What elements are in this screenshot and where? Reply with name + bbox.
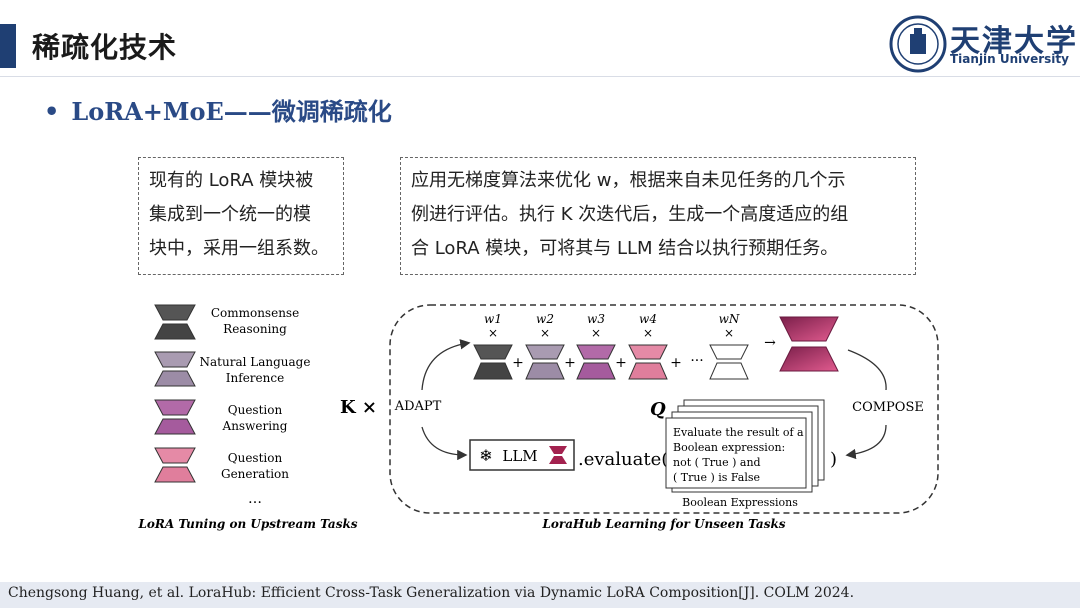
lorahub-diagram: Commonsense Reasoning Natural Language I…	[137, 304, 939, 531]
logo-name-cn: 天津大学	[950, 24, 1078, 59]
q-label: Q	[650, 399, 666, 420]
legend-more: …	[248, 491, 262, 507]
lora-module-icon	[154, 351, 196, 368]
legend-label: Natural Language	[200, 355, 311, 369]
logo-name-en: Tianjin University	[950, 52, 1069, 66]
lora-module-icon	[709, 344, 749, 360]
lora-module-icon	[473, 344, 513, 360]
times-sign: ×	[591, 326, 601, 340]
times-sign: ×	[724, 326, 734, 340]
lora-module-icon	[628, 344, 668, 360]
k-label: K ×	[340, 397, 377, 418]
legend-qg: Question Generation	[154, 447, 289, 483]
llm-box	[469, 439, 575, 471]
weight-label: w2	[536, 312, 554, 326]
legend-label: Inference	[226, 371, 284, 385]
section-bullet: • LoRA+MoE——微调稀疏化	[44, 92, 392, 127]
footer-bar	[0, 582, 1080, 608]
plus-sign: +	[670, 355, 682, 371]
plus-sign: +	[564, 355, 576, 371]
evaluate-label: .evaluate(	[578, 449, 668, 470]
compose-arrow-top	[847, 349, 887, 391]
bullet-dot: •	[44, 97, 60, 126]
example-cards: Evaluate the result of a Boolean express…	[665, 399, 825, 509]
times-sign: ×	[643, 326, 653, 340]
lora-module-icon	[576, 344, 616, 360]
lora-module-icon	[154, 304, 196, 321]
right-caption: LoraHub Learning for Unseen Tasks	[541, 517, 785, 531]
lora-module-icon	[525, 344, 565, 360]
ellipsis: ···	[690, 353, 703, 369]
card-line: ( True ) is False	[673, 471, 760, 484]
weight-label: w3	[587, 312, 605, 326]
evaluate-arrow	[421, 426, 468, 461]
legend-qa: Question Answering	[154, 399, 288, 435]
compose-arrow-sign: →	[764, 335, 776, 351]
legend-label: Generation	[221, 467, 289, 481]
compose-label: COMPOSE	[852, 400, 924, 415]
snowflake-icon: ❄	[479, 446, 492, 465]
weight-label: w1	[484, 312, 502, 326]
adapt-label: ADAPT	[394, 399, 442, 414]
box-line: 现有的 LoRA 模块被	[149, 170, 314, 191]
box-line: 块中，采用一组系数。	[149, 238, 329, 259]
lora-module-icon	[154, 447, 196, 464]
weight-label: wN	[719, 312, 740, 326]
summary-box-left: 现有的 LoRA 模块被 集成到一个统一的模 块中，采用一组系数。	[138, 157, 344, 275]
page-title: 稀疏化技术	[32, 31, 178, 64]
legend-label: Commonsense	[211, 306, 299, 320]
box-line: 合 LoRA 模块，可将其与 LLM 结合以执行预期任务。	[411, 238, 839, 259]
box-line: 集成到一个统一的模	[149, 204, 311, 225]
times-sign: ×	[540, 326, 550, 340]
citation: Chengsong Huang, et al. LoraHub: Efficie…	[8, 585, 855, 601]
card-caption: Boolean Expressions	[682, 496, 798, 509]
weighted-modules: w1 × + w2 × + w3 × + w4 × + ··· wN × →	[473, 312, 839, 380]
legend-nli: Natural Language Inference	[154, 351, 311, 387]
legend-label: Reasoning	[223, 322, 287, 336]
lora-module-icon	[154, 399, 196, 416]
bullet-text: LoRA+MoE——微调稀疏化	[71, 97, 392, 126]
close-paren: )	[830, 449, 837, 470]
llm-label: LLM	[502, 447, 537, 465]
card-line: Evaluate the result of a	[673, 426, 804, 439]
summary-box-right: 应用无梯度算法来优化 w，根据来自未见任务的几个示 例进行评估。执行 K 次迭代…	[400, 157, 916, 275]
left-caption: LoRA Tuning on Upstream Tasks	[137, 517, 357, 531]
university-logo	[889, 15, 947, 73]
legend-label: Question	[228, 403, 283, 417]
plus-sign: +	[512, 355, 524, 371]
times-sign: ×	[488, 326, 498, 340]
adapt-arrow	[421, 339, 471, 391]
llm-module-icon	[549, 446, 567, 454]
legend-label: Answering	[222, 419, 288, 433]
box-line: 例进行评估。执行 K 次迭代后，生成一个高度适应的组	[411, 204, 849, 225]
title-divider	[0, 76, 1080, 77]
legend-label: Question	[228, 451, 283, 465]
card-line: Boolean expression:	[673, 441, 785, 454]
legend-commonsense: Commonsense Reasoning	[154, 304, 299, 340]
card-line: not ( True ) and	[673, 456, 761, 469]
composed-module-icon	[779, 316, 839, 342]
box-line: 应用无梯度算法来优化 w，根据来自未见任务的几个示	[411, 170, 846, 191]
compose-arrow-bottom	[845, 424, 887, 460]
learning-loop-frame	[389, 304, 939, 514]
plus-sign: +	[615, 355, 627, 371]
title-accent-bar	[0, 24, 16, 68]
weight-label: w4	[639, 312, 657, 326]
